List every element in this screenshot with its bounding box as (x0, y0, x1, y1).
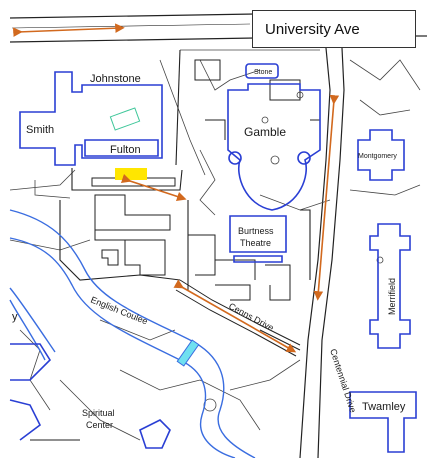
label-gamble: Gamble (244, 125, 286, 139)
stone-outline (245, 63, 279, 79)
johnstone-court (109, 107, 141, 131)
inner-roads (59, 49, 311, 290)
label-spiritual-1: Spiritual (82, 408, 115, 418)
label-edge-fragment: y (12, 311, 18, 323)
gamble-right-dome (297, 151, 311, 165)
label-burtness-2: Theatre (240, 238, 271, 248)
route-arrow-main-road (313, 94, 340, 301)
campus-paths (9, 49, 421, 441)
highlighted-buildings (9, 63, 417, 453)
route-arrow-highlight (120, 173, 187, 202)
label-english-coulee: English Coulee (89, 295, 149, 327)
route-arrows (13, 23, 340, 353)
university-ave-callout: University Ave (252, 10, 416, 48)
label-montgomery: Montgomery (358, 153, 397, 160)
label-stone: Stone (254, 69, 272, 76)
label-burtness-1: Burtness (238, 226, 274, 236)
route-arrow-cenns-drive (173, 279, 297, 353)
gamble-left-dome (228, 151, 242, 165)
label-johnstone: Johnstone (90, 73, 141, 85)
label-merrifield: Merrifield (387, 278, 397, 315)
callout-label: University Ave (265, 20, 360, 38)
bridge (176, 339, 200, 367)
route-arrow-top (13, 23, 125, 37)
highlight-marker (115, 168, 147, 180)
label-spiritual-2: Center (86, 420, 113, 430)
spiritual-center-outline (139, 419, 171, 449)
label-fulton: Fulton (110, 144, 141, 156)
burtness-outline (229, 215, 287, 253)
montgomery-outline (357, 129, 405, 181)
fulton-inner (84, 139, 159, 157)
label-smith: Smith (26, 124, 54, 136)
label-twamley: Twamley (362, 401, 406, 413)
label-centennial-drive: Centennial Drive (328, 348, 358, 414)
johnstone-fulton-outline (19, 71, 163, 166)
merrifield-outline (369, 223, 411, 349)
gamble-outline (227, 83, 321, 211)
twamley-outline (349, 391, 417, 453)
